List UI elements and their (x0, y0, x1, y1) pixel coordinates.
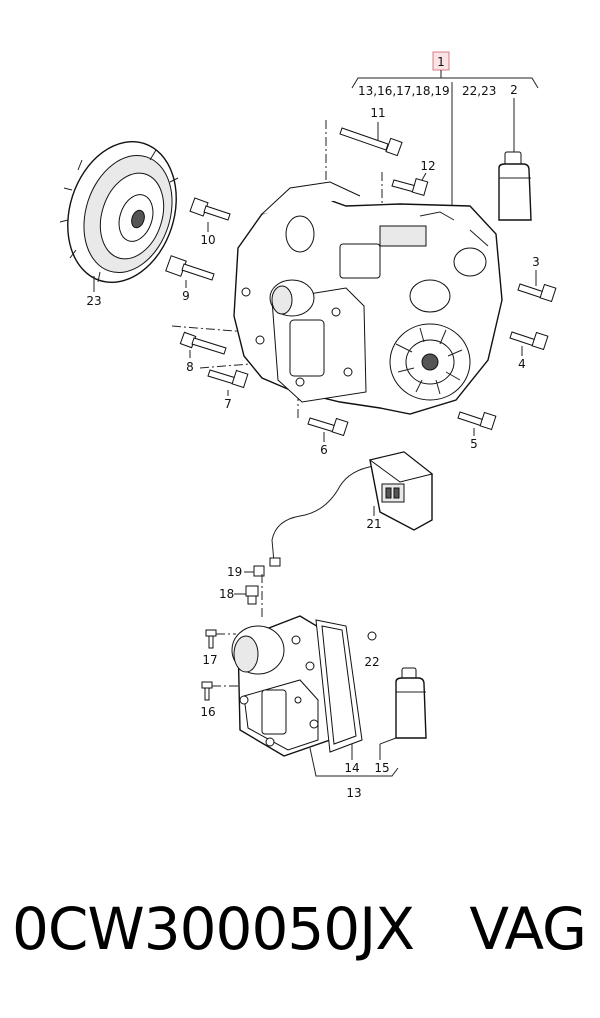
callout-18[interactable]: 18 (219, 587, 234, 601)
callout-6[interactable]: 6 (320, 443, 328, 457)
callout-22[interactable]: 22 (364, 655, 379, 669)
exploded-parts-diagram: 1 13,16,17,18,19 22,23 23 2 11 12 (50, 51, 557, 800)
callout-group-b: 22,23 (462, 84, 496, 98)
callout-4[interactable]: 4 (518, 357, 526, 371)
gasket-14[interactable] (315, 619, 363, 753)
bolt-17[interactable] (205, 629, 217, 649)
plug-19[interactable] (244, 565, 265, 577)
transmission-housing[interactable] (233, 181, 503, 415)
callout-7[interactable]: 7 (224, 397, 232, 411)
bolt-5[interactable] (457, 411, 497, 431)
control-unit-21[interactable] (269, 451, 434, 567)
callout-14[interactable]: 14 (344, 761, 359, 775)
bolt-3[interactable] (517, 283, 557, 303)
bolt-9[interactable] (165, 255, 215, 281)
bolt-10[interactable] (189, 197, 231, 221)
callout-2[interactable]: 2 (510, 83, 518, 97)
bolt-12[interactable] (391, 177, 429, 197)
callout-1-group: 1 13,16,17,18,19 22,23 (351, 51, 539, 205)
callout-23[interactable]: 23 (86, 294, 101, 308)
callout-10[interactable]: 10 (200, 233, 215, 247)
callout-8[interactable]: 8 (186, 360, 194, 374)
part-number: 0CW300050JX (12, 895, 415, 963)
callout-group-a: 13,16,17,18,19 (358, 84, 450, 98)
mechatronic-unit-13[interactable] (231, 615, 331, 757)
callout-3[interactable]: 3 (532, 255, 540, 269)
oil-bottle-2[interactable] (498, 151, 532, 221)
callout-11[interactable]: 11 (370, 106, 385, 120)
callout-9[interactable]: 9 (182, 289, 190, 303)
brand-name: VAG (469, 895, 587, 963)
bolt-11[interactable] (339, 127, 403, 157)
callout-5[interactable]: 5 (470, 437, 478, 451)
dual-clutch-assembly[interactable] (50, 127, 193, 296)
callout-17[interactable]: 17 (202, 653, 217, 667)
plug-22[interactable] (367, 631, 377, 641)
bolt-8[interactable] (179, 331, 227, 355)
bolt-16[interactable] (201, 681, 213, 701)
callout-16[interactable]: 16 (200, 705, 215, 719)
callout-15[interactable]: 15 (374, 761, 389, 775)
callout-19[interactable]: 19 (227, 565, 242, 579)
callout-12[interactable]: 12 (420, 159, 435, 173)
bolt-6[interactable] (307, 417, 349, 437)
callout-13[interactable]: 13 (346, 786, 361, 800)
oil-bottle-15[interactable] (395, 667, 427, 739)
callout-21[interactable]: 21 (366, 517, 381, 531)
bolt-7[interactable] (207, 369, 249, 389)
bolt-4[interactable] (509, 331, 549, 351)
callout-1[interactable]: 1 (437, 55, 445, 69)
bolt-18[interactable] (234, 585, 259, 605)
